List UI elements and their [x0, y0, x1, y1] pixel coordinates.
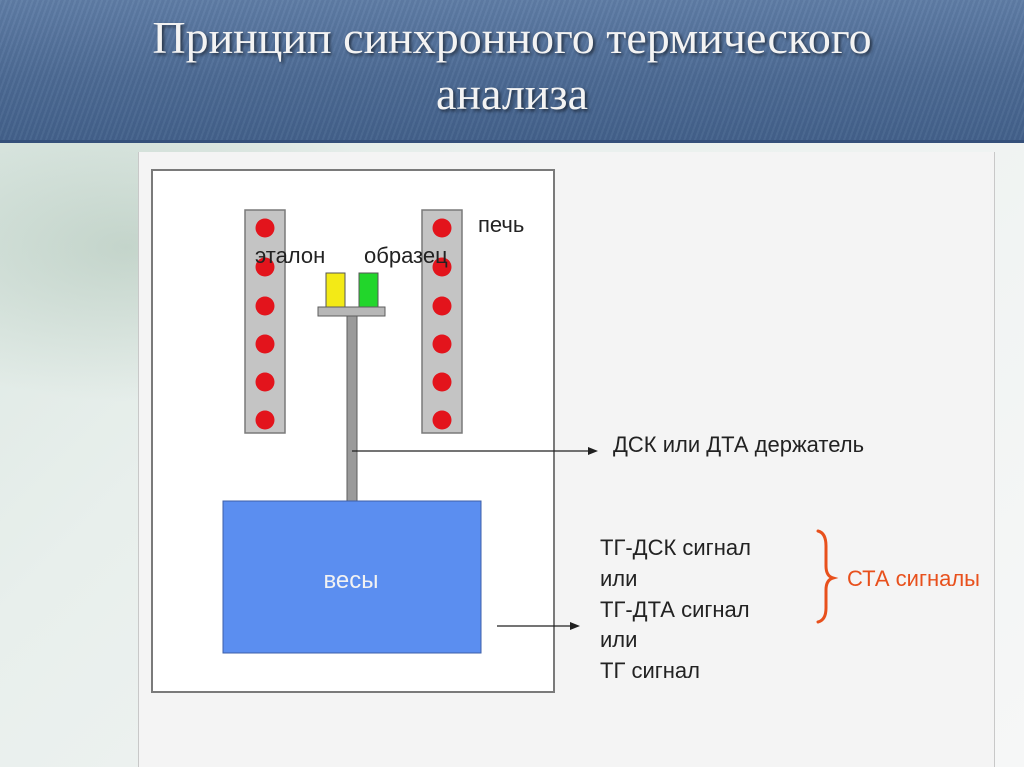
reference-label: эталон [255, 243, 326, 268]
heater-bar-left [244, 209, 286, 434]
heater-dot [255, 372, 275, 392]
signal-line-2: или [600, 566, 638, 591]
holder-plate [317, 306, 386, 317]
balance-label: весы [323, 567, 379, 594]
holder-rod [346, 315, 358, 503]
signal-line-4: или [600, 627, 638, 652]
sample-label: образец [364, 243, 448, 268]
sample-crucible [358, 272, 379, 308]
heater-dot [255, 296, 275, 316]
heater-dot [255, 218, 275, 238]
heater-dot [432, 334, 452, 354]
signal-arrow [497, 622, 580, 630]
sta-signals-label: СТА сигналы [847, 566, 980, 591]
signal-line-5: ТГ сигнал [600, 658, 700, 683]
heater-dot [255, 334, 275, 354]
heater-dot [432, 218, 452, 238]
heater-dot [432, 257, 452, 277]
furnace-label: печь [478, 212, 525, 237]
balance-block [222, 500, 482, 654]
holder-label: ДСК или ДТА держатель [613, 432, 865, 457]
heater-bar-right [421, 209, 463, 434]
heater-dot [432, 410, 452, 430]
signal-line-1: ТГ-ДСК сигнал [600, 535, 751, 560]
title-bar-texture [0, 0, 1024, 140]
reference-crucible [325, 272, 346, 308]
heater-dot [432, 372, 452, 392]
signal-line-3: ТГ-ДТА сигнал [600, 597, 750, 622]
heater-dot [432, 296, 452, 316]
heater-dot [255, 410, 275, 430]
heater-dot [255, 257, 275, 277]
holder-arrow [352, 447, 598, 455]
sta-brace [816, 529, 839, 624]
